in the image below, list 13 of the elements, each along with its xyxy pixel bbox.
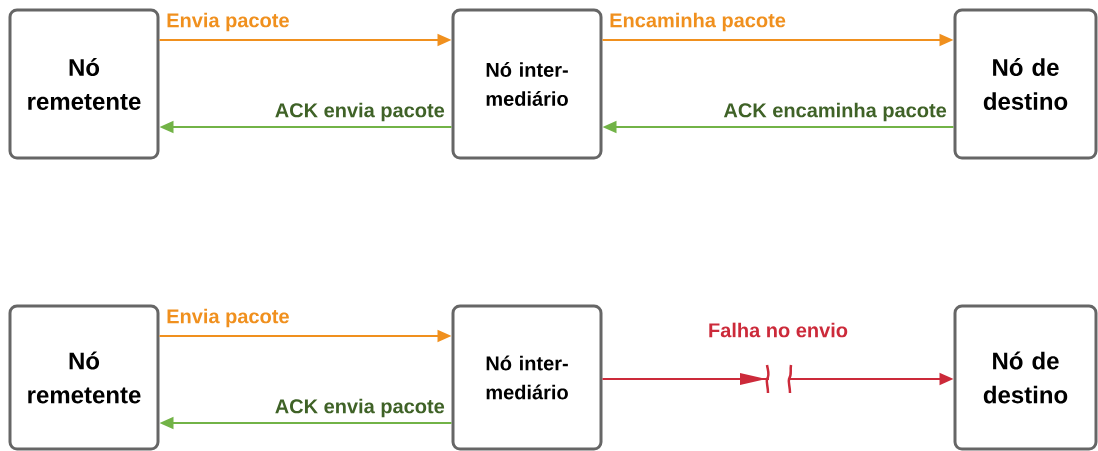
- node-box: Nó inter- mediário: [451, 8, 603, 160]
- edge-label: Envia pacote: [167, 308, 289, 328]
- edge-label: ACK envia pacote: [275, 398, 445, 418]
- node-box: Nó remetente: [8, 8, 160, 160]
- edge-label: ACK encaminha pacote: [723, 102, 947, 122]
- node-box: Nó remetente: [8, 304, 160, 451]
- edge-label: Encaminha pacote: [610, 12, 786, 32]
- node-box: Nó de destino: [953, 304, 1098, 451]
- edge-label: ACK envia pacote: [275, 102, 445, 122]
- node-box: Nó inter- mediário: [451, 304, 603, 451]
- edge-label: Envia pacote: [167, 12, 289, 32]
- node-box: Nó de destino: [953, 8, 1098, 160]
- edge-label: Falha no envio: [709, 322, 848, 338]
